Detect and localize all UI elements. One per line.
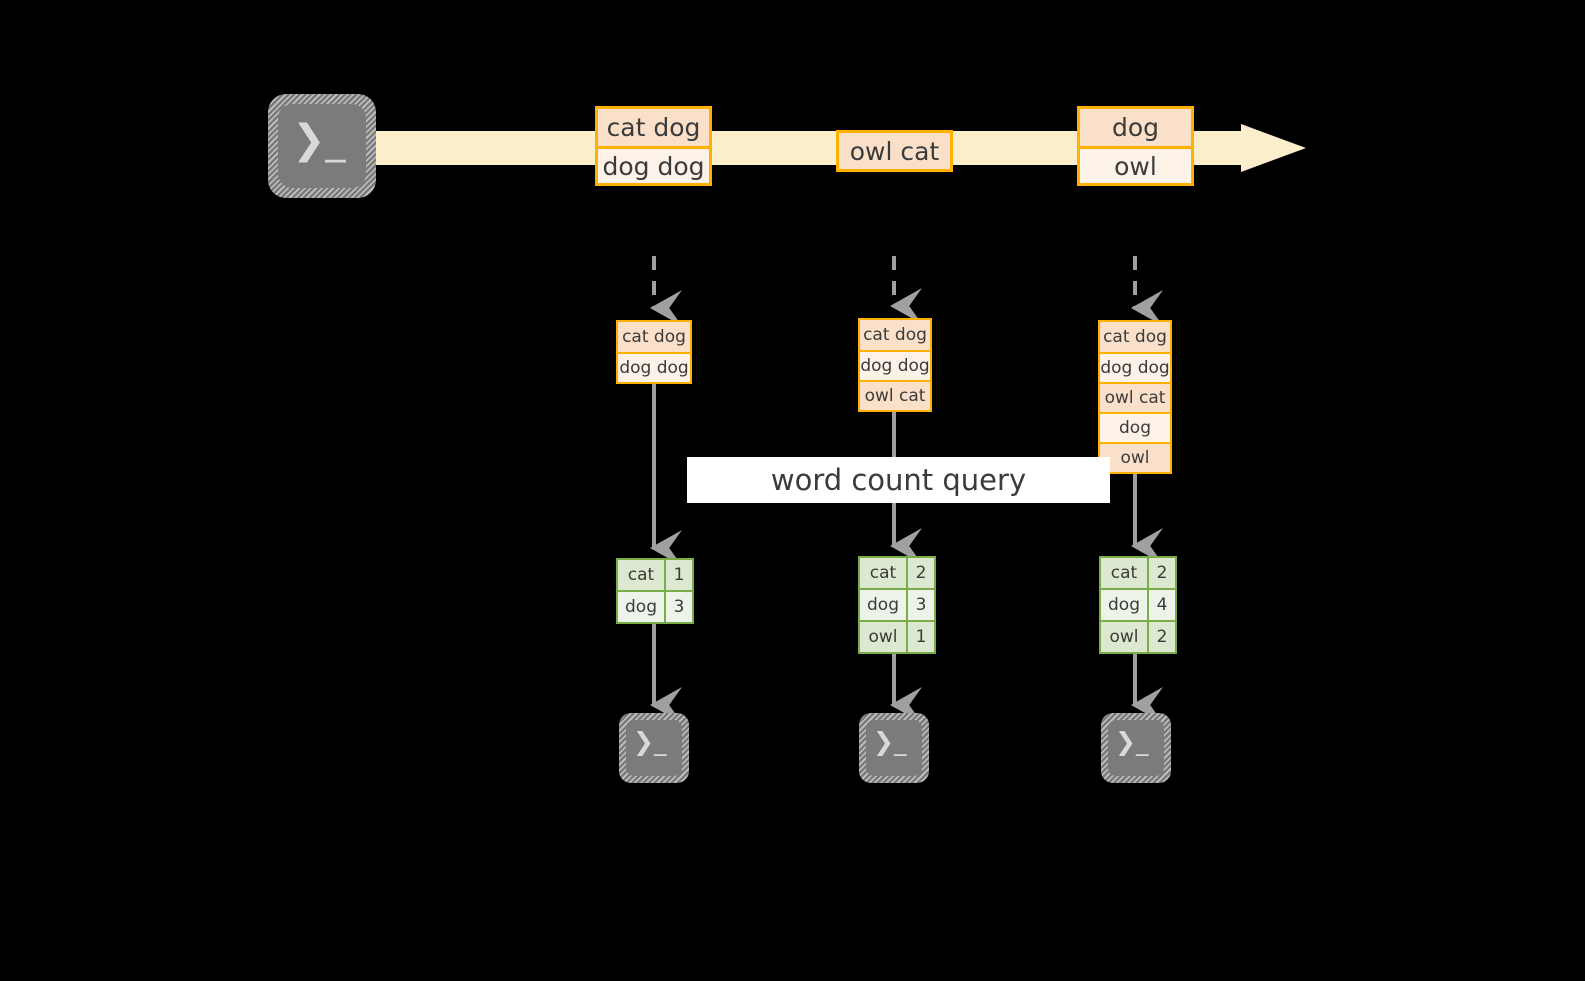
table-row: owl 1 bbox=[860, 620, 934, 652]
input-row: dog dog bbox=[618, 352, 690, 382]
table-row: dog 4 bbox=[1101, 588, 1175, 620]
result-count: 3 bbox=[906, 590, 934, 620]
input-row: cat dog bbox=[618, 322, 690, 352]
table-row: dog 3 bbox=[860, 588, 934, 620]
result-count: 1 bbox=[664, 560, 692, 590]
terminal-screen bbox=[866, 720, 922, 776]
input-row: dog bbox=[1100, 412, 1170, 442]
input-row: cat dog bbox=[1100, 322, 1170, 352]
result-count: 2 bbox=[1147, 558, 1175, 588]
sink-terminal-icon-3: ❯_ bbox=[1101, 713, 1171, 783]
table-row: cat 2 bbox=[860, 558, 934, 588]
result-word: dog bbox=[860, 590, 906, 620]
result-count: 3 bbox=[664, 592, 692, 622]
stream-batch-1-line-2: dog dog bbox=[598, 146, 709, 183]
input-row: owl cat bbox=[860, 380, 930, 410]
result-word: cat bbox=[860, 558, 906, 588]
input-row: dog dog bbox=[860, 350, 930, 380]
table-row: owl 2 bbox=[1101, 620, 1175, 652]
result-count: 2 bbox=[906, 558, 934, 588]
table-row: cat 2 bbox=[1101, 558, 1175, 588]
result-table-2: cat 2 dog 3 owl 1 bbox=[858, 556, 936, 654]
stream-batch-1: cat dog dog dog bbox=[595, 106, 712, 186]
result-word: owl bbox=[860, 622, 906, 652]
stream-batch-3-line-1: dog bbox=[1080, 109, 1191, 146]
result-table-1: cat 1 dog 3 bbox=[616, 558, 694, 624]
terminal-prompt-glyph: ❯_ bbox=[292, 117, 346, 163]
source-terminal-icon: ❯_ bbox=[268, 94, 376, 198]
accumulated-input-2: cat dog dog dog owl cat bbox=[858, 318, 932, 412]
result-word: dog bbox=[1101, 590, 1147, 620]
sink-terminal-icon-1: ❯_ bbox=[619, 713, 689, 783]
terminal-screen bbox=[626, 720, 682, 776]
table-row: dog 3 bbox=[618, 590, 692, 622]
input-row: dog dog bbox=[1100, 352, 1170, 382]
sink-terminal-icon-2: ❯_ bbox=[859, 713, 929, 783]
terminal-prompt-glyph: ❯_ bbox=[633, 727, 667, 756]
result-count: 2 bbox=[1147, 622, 1175, 652]
query-label: word count query bbox=[687, 457, 1110, 503]
table-row: cat 1 bbox=[618, 560, 692, 590]
stream-batch-3-line-2: owl bbox=[1080, 146, 1191, 183]
input-row: cat dog bbox=[860, 320, 930, 350]
accumulated-input-3: cat dog dog dog owl cat dog owl bbox=[1098, 320, 1172, 474]
stream-batch-2-line-1: owl cat bbox=[839, 133, 950, 169]
result-count: 4 bbox=[1147, 590, 1175, 620]
stream-batch-3: dog owl bbox=[1077, 106, 1194, 186]
input-row: owl bbox=[1100, 442, 1170, 472]
stream-batch-2: owl cat bbox=[836, 130, 953, 172]
result-word: cat bbox=[1101, 558, 1147, 588]
terminal-prompt-glyph: ❯_ bbox=[1115, 727, 1149, 756]
result-word: cat bbox=[618, 560, 664, 590]
input-row: owl cat bbox=[1100, 382, 1170, 412]
terminal-prompt-glyph: ❯_ bbox=[873, 727, 907, 756]
stream-batch-1-line-1: cat dog bbox=[598, 109, 709, 146]
terminal-screen bbox=[278, 104, 366, 188]
result-word: owl bbox=[1101, 622, 1147, 652]
accumulated-input-1: cat dog dog dog bbox=[616, 320, 692, 384]
result-word: dog bbox=[618, 592, 664, 622]
result-count: 1 bbox=[906, 622, 934, 652]
terminal-screen bbox=[1108, 720, 1164, 776]
result-table-3: cat 2 dog 4 owl 2 bbox=[1099, 556, 1177, 654]
